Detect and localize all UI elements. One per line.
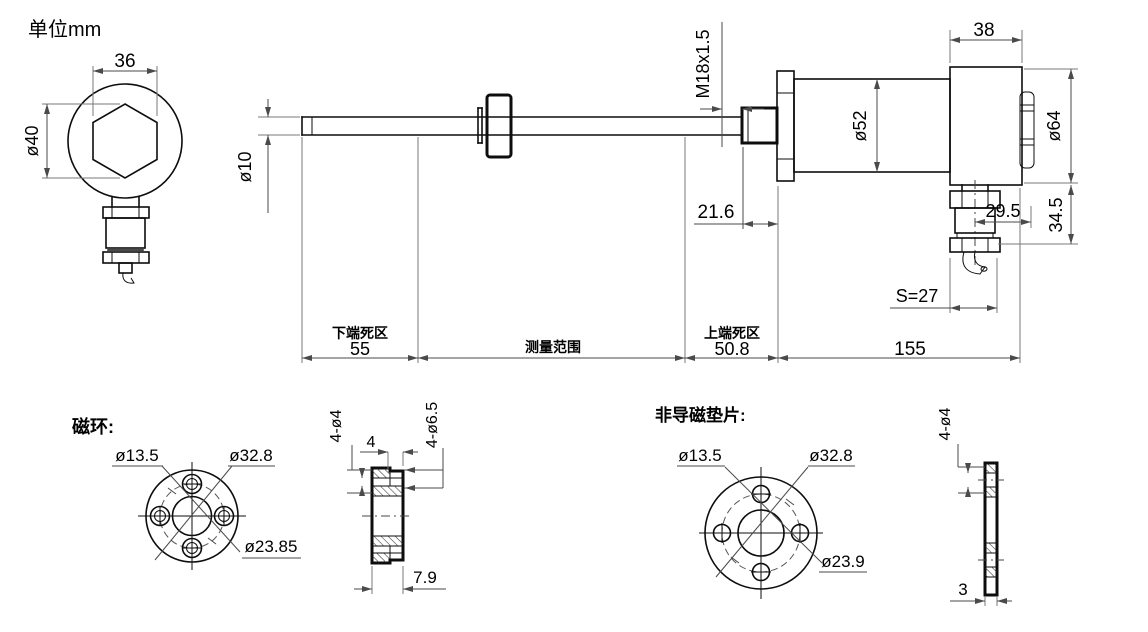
main-dimensions: ø10 M18x1.5 21.6 ø52 38 (235, 20, 1078, 363)
dim-ring-holes: 4-ø4 (328, 409, 372, 496)
dim-ring-thickness: 7.9 (354, 566, 446, 594)
dim-ring-counterbore-holes: 4-ø6.5 (404, 402, 444, 491)
svg-text:ø32.8: ø32.8 (229, 446, 272, 465)
svg-text:ø64: ø64 (1044, 110, 1064, 141)
svg-text:7.9: 7.9 (413, 568, 437, 587)
bottom-connector (949, 180, 1001, 275)
svg-text:4-ø4: 4-ø4 (937, 407, 954, 440)
svg-text:34.5: 34.5 (1046, 197, 1066, 232)
svg-text:ø13.5: ø13.5 (678, 446, 721, 465)
dim-thread-spec: M18x1.5 (693, 22, 764, 147)
dim-gasket-holes: 4-ø4 (937, 407, 985, 497)
dim-ring-outer: ø32.8 (228, 446, 275, 467)
bolt-holes (149, 473, 235, 559)
dim-ring-bolt-circle: ø23.85 (242, 537, 301, 559)
upper-dead-zone-label: 上端死区 (704, 325, 760, 341)
magnet-ring-section: 磁环: ø13.5 ø32.8 (72, 402, 446, 594)
svg-text:ø40: ø40 (22, 125, 42, 156)
magnet-ring-title: 磁环: (72, 416, 114, 437)
dim-ring-counterbore-depth: 4 (360, 434, 418, 470)
dim-ring-bore: ø13.5 (112, 446, 163, 467)
head-face-connector (1019, 91, 1035, 169)
dim-head-dia: ø64 (1024, 68, 1078, 184)
svg-text:ø32.8: ø32.8 (809, 446, 852, 465)
upper-dead-zone-value: 50.8 (714, 339, 749, 359)
svg-text:29.5: 29.5 (985, 201, 1020, 221)
dim-gasket-bore: ø13.5 (677, 446, 725, 467)
dim-hex-circle: ø40 (22, 103, 120, 179)
svg-text:ø13.5: ø13.5 (115, 446, 158, 465)
head-section-length: 155 (894, 339, 926, 360)
svg-text:4-ø4: 4-ø4 (328, 409, 345, 442)
end-view: 36 ø40 (22, 51, 183, 284)
svg-text:3: 3 (958, 580, 967, 599)
magnet-ring-front-view: ø13.5 ø32.8 ø23.85 (112, 446, 301, 570)
gasket-front-view: ø13.5 ø32.8 ø23.9 (677, 446, 867, 599)
dim-gasket-thickness: 3 (950, 580, 1012, 606)
dim-gasket-outer: ø32.8 (808, 446, 855, 467)
dim-hex-across-flats: 36 (92, 51, 158, 116)
svg-text:4: 4 (367, 434, 376, 451)
lower-dead-zone-label: 下端死区 (332, 325, 388, 341)
gasket-side-view: 4-ø4 3 (937, 407, 1012, 606)
dim-gasket-bolt-circle: ø23.9 (819, 552, 867, 573)
dim-body-dia: ø52 (850, 79, 880, 172)
unit-label: 单位mm (28, 18, 101, 41)
svg-text:ø52: ø52 (850, 110, 870, 141)
svg-text:4-ø6.5: 4-ø6.5 (424, 402, 441, 448)
dim-wrench-size: S=27 (890, 258, 998, 313)
svg-text:21.6: 21.6 (698, 202, 735, 223)
main-view (301, 66, 1035, 275)
dim-head-width: 38 (949, 20, 1023, 63)
lower-dead-zone-value: 55 (350, 339, 370, 359)
gasket-section: 非导磁垫片: ø13.5 ø32.8 (655, 405, 1012, 606)
svg-text:ø23.9: ø23.9 (821, 552, 864, 571)
svg-text:M18x1.5: M18x1.5 (693, 29, 713, 98)
gasket-title: 非导磁垫片: (655, 405, 746, 425)
magnet-ring-side-view: 4-ø4 4 4-ø6.5 (328, 402, 446, 594)
dim-rod-dia: ø10 (235, 99, 300, 213)
dim-connector-offset: 29.5 (975, 201, 1032, 228)
dim-connector-drop: 34.5 (998, 185, 1078, 245)
svg-text:S=27: S=27 (896, 286, 939, 306)
svg-text:ø10: ø10 (235, 151, 255, 182)
svg-text:ø23.85: ø23.85 (245, 537, 298, 556)
dim-bottom-band: 下端死区 55 测量范围 上端死区 50.8 155 (301, 137, 1021, 363)
measuring-range-label: 测量范围 (525, 339, 581, 355)
svg-text:36: 36 (114, 51, 135, 72)
dim-thread-length: 21.6 (694, 147, 778, 229)
svg-text:38: 38 (973, 20, 994, 41)
